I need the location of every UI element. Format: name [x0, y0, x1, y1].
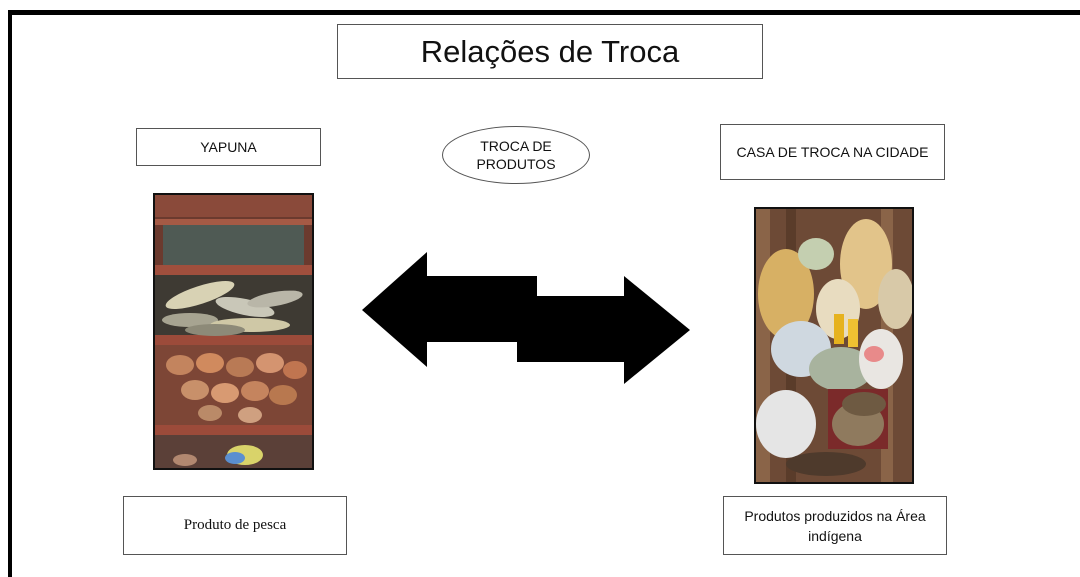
double-headed-arrow-icon — [362, 252, 692, 384]
frame-top-border — [8, 10, 1080, 15]
fish-product-caption: Produto de pesca — [123, 496, 347, 555]
exchange-oval-label: TROCA DE PRODUTOS — [442, 126, 590, 184]
yapuna-label: YAPUNA — [136, 128, 321, 166]
indigenous-products-caption: Produtos produzidos na Área indígena — [723, 496, 947, 555]
diagram-title: Relações de Troca — [337, 24, 763, 79]
fish-catch-photo — [153, 193, 314, 470]
indigenous-goods-photo — [754, 207, 914, 484]
frame-left-border — [8, 10, 12, 577]
city-exchange-house-label: CASA DE TROCA NA CIDADE — [720, 124, 945, 180]
